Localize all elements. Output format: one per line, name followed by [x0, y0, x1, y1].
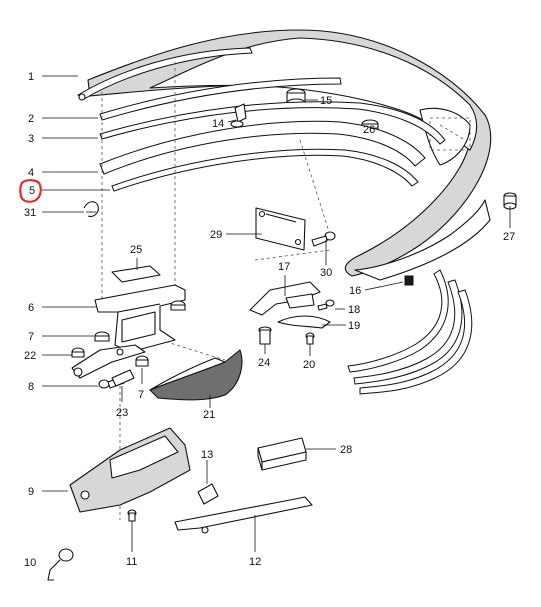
clip-31	[83, 201, 99, 217]
pin-11	[127, 509, 137, 522]
part-10	[47, 548, 74, 581]
callout-13: 13	[201, 449, 213, 461]
pin-27	[503, 192, 517, 210]
callout-29: 29	[210, 229, 222, 241]
callout-26: 26	[363, 124, 375, 136]
screw-14	[230, 103, 247, 128]
callout-3: 3	[28, 133, 34, 145]
screw-18	[317, 299, 335, 311]
callout-12: 12	[249, 556, 261, 568]
callout-28: 28	[340, 444, 352, 456]
callout-18: 18	[348, 304, 360, 316]
callout-7-bottom: 7	[138, 389, 144, 401]
callout-5: 5	[29, 185, 35, 197]
callout-30: 30	[320, 267, 332, 279]
cable-12	[174, 496, 313, 534]
callout-14: 14	[212, 118, 224, 130]
screw-30	[311, 231, 336, 247]
bracket-29	[255, 207, 306, 251]
callout-11: 11	[126, 556, 137, 568]
callout-31: 31	[24, 207, 36, 219]
callout-15: 15	[320, 95, 332, 107]
latch-17	[249, 281, 321, 316]
callout-labels: 1 2 3 4 5 31 6 7 7 22 8 23 9 10 11 12 13…	[24, 71, 515, 569]
callout-10: 10	[24, 557, 36, 569]
callout-25: 25	[130, 244, 142, 256]
callout-24: 24	[258, 357, 270, 369]
pin-24	[258, 326, 272, 345]
nut-7-bottom	[135, 355, 149, 367]
callout-19: 19	[348, 320, 360, 332]
callout-27: 27	[503, 231, 515, 243]
callout-8: 8	[28, 381, 34, 393]
bracket-6	[94, 284, 186, 353]
highlight-circle	[19, 179, 42, 203]
seal-strip-5	[111, 148, 419, 192]
seal-strip-2	[99, 77, 342, 121]
seal-strip-4	[99, 120, 426, 175]
module-28	[257, 437, 307, 471]
hinge-link-arm	[71, 344, 146, 379]
wedge-13	[197, 483, 219, 505]
cover-panel-21	[149, 349, 243, 401]
callout-6: 6	[28, 302, 34, 314]
hinge-base-9	[69, 427, 191, 513]
callout-4: 4	[28, 167, 34, 179]
callout-1: 1	[28, 71, 34, 83]
seal-strip-1	[77, 47, 253, 101]
leader-lines	[42, 75, 511, 552]
callout-21: 21	[203, 409, 215, 421]
callout-7-top: 7	[28, 331, 34, 343]
nut-7-top	[94, 331, 110, 342]
nut-22	[71, 347, 85, 358]
spacer-23	[111, 369, 135, 387]
callout-22: 22	[24, 350, 36, 362]
callout-9: 9	[28, 486, 34, 498]
pin-20	[305, 332, 315, 345]
nut-bracket-right	[170, 300, 186, 311]
callout-23: 23	[116, 407, 128, 419]
clip-16	[404, 275, 414, 286]
pad-25	[111, 265, 161, 283]
callout-17: 17	[278, 261, 290, 273]
side-seal-strips	[347, 269, 473, 395]
callout-20: 20	[303, 359, 315, 371]
plate-19	[277, 315, 331, 329]
callout-2: 2	[28, 113, 34, 125]
callout-16: 16	[349, 285, 361, 297]
